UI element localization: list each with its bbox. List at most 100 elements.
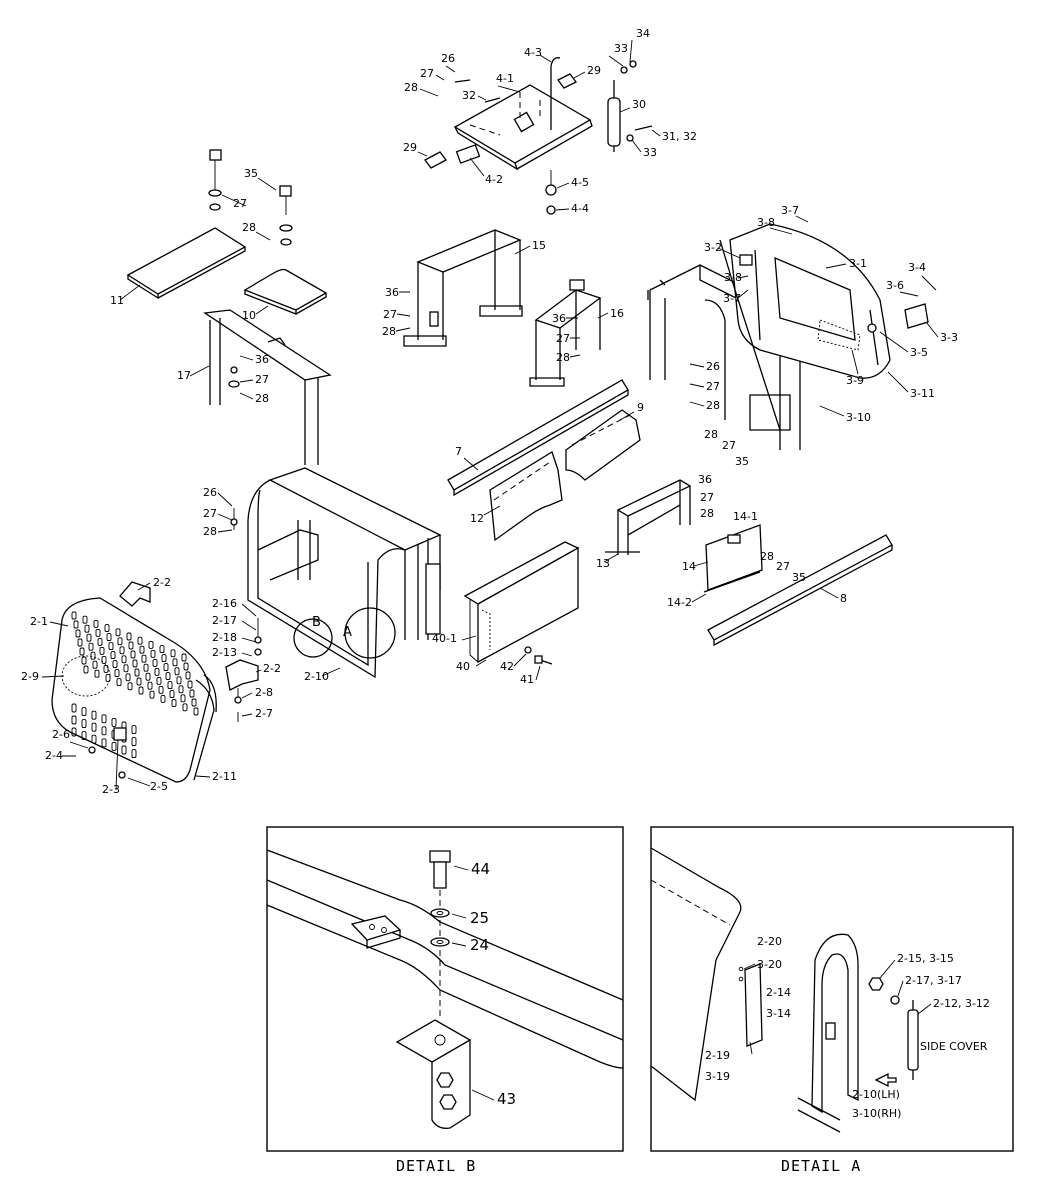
hinge-2-2b (225, 659, 259, 691)
arrow (874, 1072, 897, 1088)
detail-a-panel: 2-20 3-20 2-14 3-14 2-19 3-19 2-15, 3-15… (650, 826, 1014, 1175)
callout-circle-a (344, 607, 396, 659)
label-16: 16 (610, 307, 624, 320)
label-15: 15 (532, 239, 546, 252)
grille-slot (141, 654, 147, 663)
label-32: 32 (462, 89, 476, 102)
washer-33a (620, 66, 628, 74)
grille-slot (187, 680, 193, 689)
grille-slot (81, 656, 87, 665)
grille-slot (167, 681, 173, 690)
grille-slot (93, 619, 99, 628)
label-2-18: 2-18 (212, 631, 237, 644)
grille-slot (91, 734, 97, 744)
detail-a-frame (650, 826, 1014, 1152)
label-14-1: 14-1 (733, 510, 758, 523)
label-36: 36 (698, 473, 712, 486)
label-2-4: 2-4 (45, 749, 63, 762)
label-8: 8 (840, 592, 847, 605)
label-2-9: 2-9 (21, 670, 39, 683)
bumper-29b (557, 73, 577, 89)
grille-slot (77, 638, 83, 647)
rail-8 (707, 534, 893, 647)
grille-slot (131, 749, 137, 759)
side-door-frame (647, 264, 801, 450)
plug-3-5 (867, 323, 877, 333)
grille-slot (81, 719, 87, 729)
label-24: 24 (470, 936, 489, 954)
label-36: 36 (255, 353, 269, 366)
washer-33b (626, 134, 634, 142)
label-3-8: 3-8 (724, 271, 742, 284)
grille-slot (176, 676, 182, 685)
label-26: 26 (203, 486, 217, 499)
grille-slot (163, 663, 169, 672)
gas-spring-30 (607, 97, 621, 147)
grille-slot (127, 682, 133, 691)
label-28: 28 (556, 351, 570, 364)
grille-slot (121, 655, 127, 664)
nut-4-5 (545, 184, 557, 196)
washer-4-4 (546, 205, 556, 215)
plate-10 (243, 268, 328, 311)
label-26: 26 (441, 52, 455, 65)
frame-upright (811, 933, 859, 1114)
label-44: 44 (471, 860, 490, 878)
bumper-29a (424, 151, 447, 169)
grille-slot (104, 624, 110, 633)
label-3-7: 3-7 (723, 292, 741, 305)
grille-slot (138, 686, 144, 695)
label-14: 14 (682, 560, 696, 573)
grille-slot (147, 681, 153, 690)
label-27: 27 (556, 332, 570, 345)
grille-slot (132, 659, 138, 668)
labels-center: 7 9 12 28 27 35 36 27 28 13 14-1 14 28 2… (455, 401, 847, 609)
frame-top-panel (268, 467, 442, 551)
grille-slot (88, 642, 94, 651)
grille-slot (82, 615, 88, 624)
latch-4-2 (455, 144, 481, 164)
grille-slot (189, 689, 195, 698)
callout-letter-a: A (343, 625, 352, 640)
label-25: 25 (470, 909, 489, 927)
grille-slot (114, 669, 120, 678)
plate-2-14 (744, 963, 763, 1047)
label-28: 28 (255, 392, 269, 405)
label-2-15-3-15: 2-15, 3-15 (897, 952, 954, 965)
label-2-12-3-12: 2-12, 3-12 (933, 997, 990, 1010)
clip (825, 1022, 836, 1040)
grille-slot (152, 658, 158, 667)
grille-slot (117, 637, 123, 646)
label-2-20: 2-20 (757, 935, 782, 948)
nut-34 (629, 60, 637, 68)
label-3-11: 3-11 (910, 387, 935, 400)
grille-slot (91, 710, 97, 720)
grille-slot (101, 738, 107, 748)
grille-slot (131, 737, 137, 747)
grille-slot (160, 694, 166, 703)
grille-slot (170, 649, 176, 658)
bolt-35a (209, 149, 222, 161)
grille-slot (134, 668, 140, 677)
label-9: 9 (637, 401, 644, 414)
grille-slot (97, 637, 103, 646)
label-36: 36 (385, 286, 399, 299)
washer-24 (430, 937, 450, 947)
labels-grille: 2-1 2-9 2-16 2-17 2-18 2-13 2-2 2-8 2-7 … (21, 597, 281, 796)
label-3-4: 3-4 (908, 261, 926, 274)
label-3-6: 3-6 (886, 279, 904, 292)
grille-slot (81, 731, 87, 741)
grille-slots (71, 611, 199, 759)
grille-slot (181, 653, 187, 662)
washer-28 (209, 203, 221, 211)
label-3-7: 3-7 (781, 204, 799, 217)
side-door-panel (719, 223, 929, 431)
nut-a (436, 1072, 454, 1088)
grille-slot (81, 707, 87, 717)
panel-9 (565, 409, 641, 481)
label-33: 33 (614, 42, 628, 55)
label-35: 35 (244, 167, 258, 180)
grille-slot (143, 663, 149, 672)
grille-slot (111, 741, 117, 751)
